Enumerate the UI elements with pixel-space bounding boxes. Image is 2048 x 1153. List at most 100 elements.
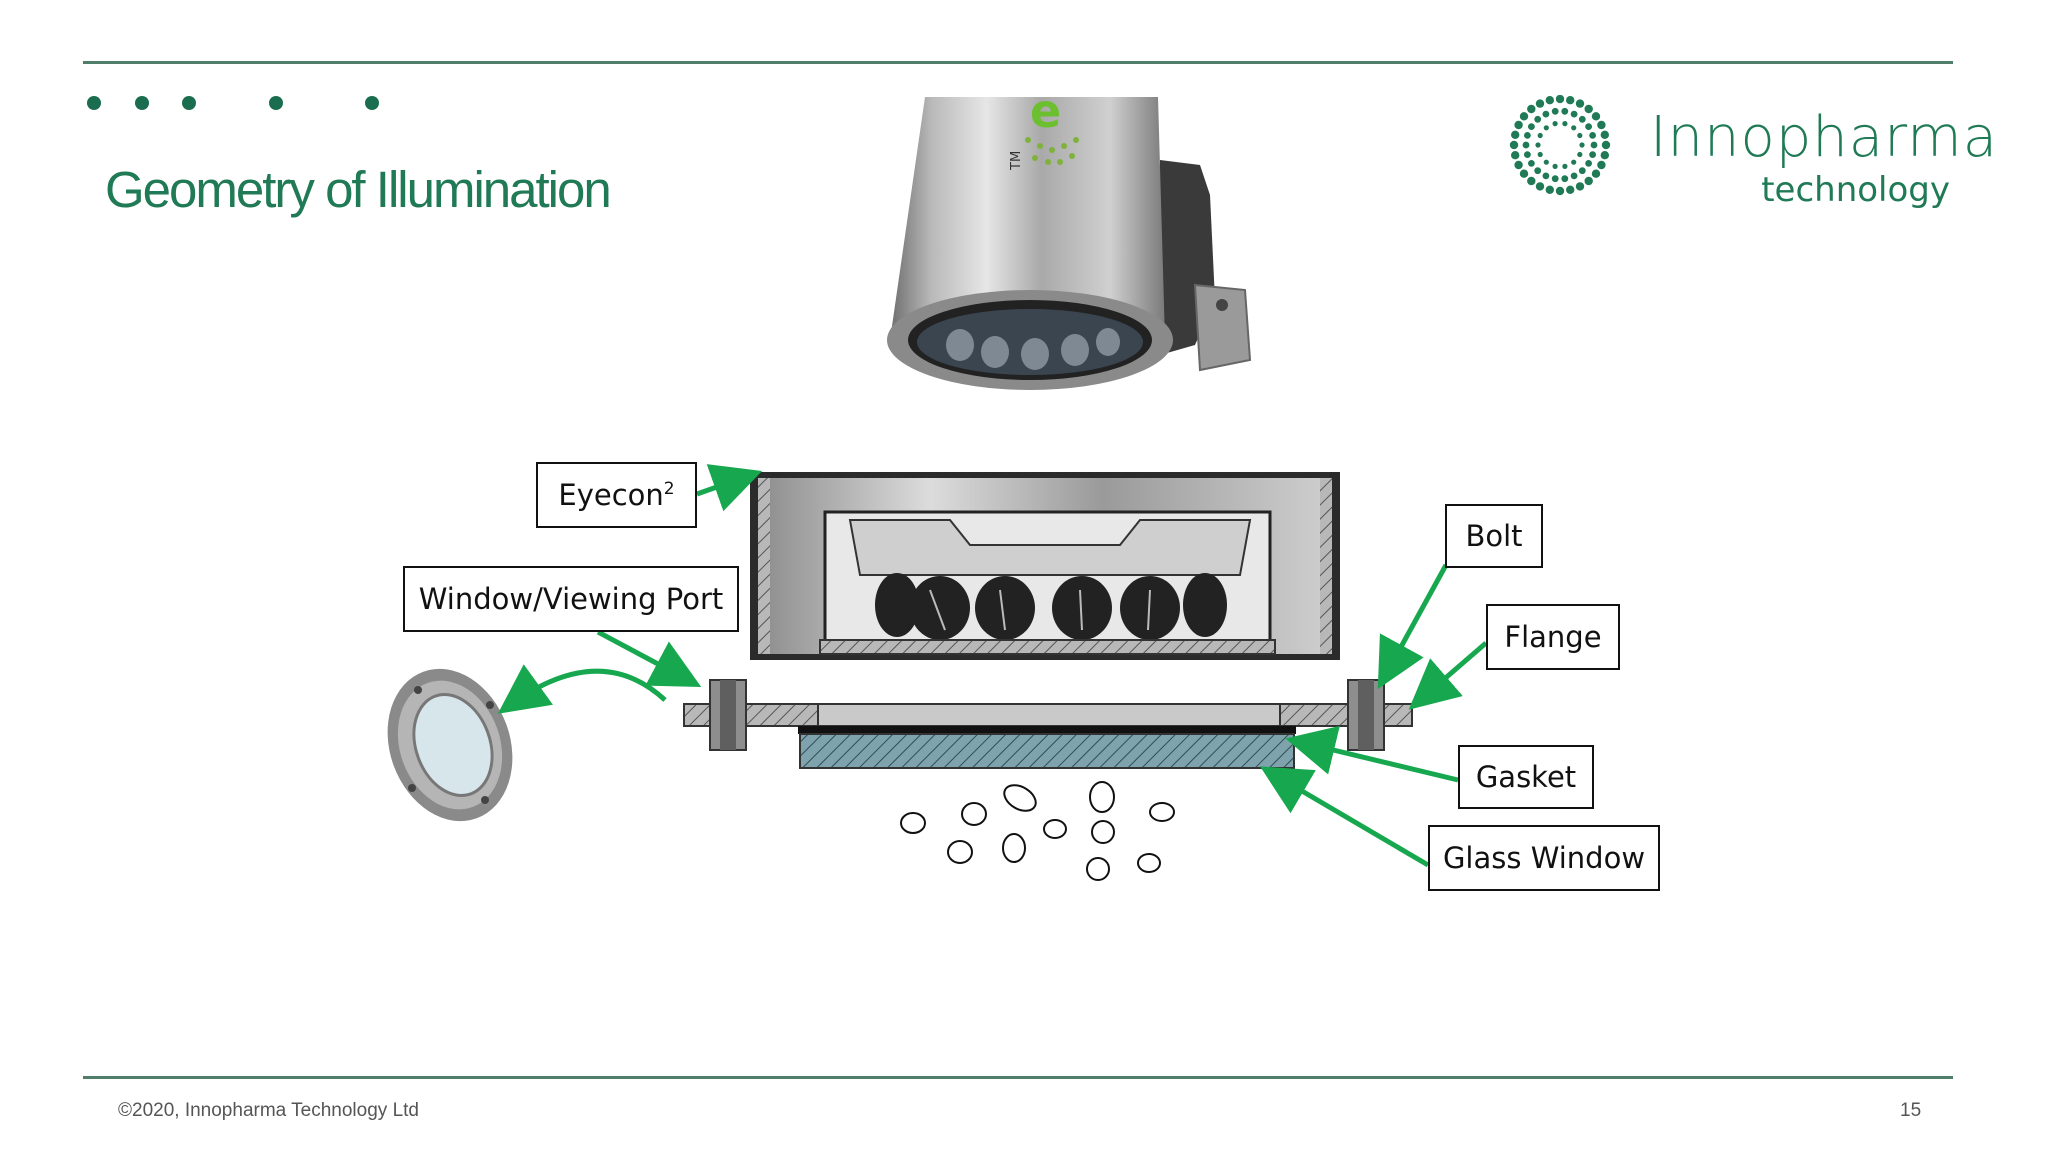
arrow-glass [1260,766,1430,868]
logo-dot [1590,141,1598,149]
logo-dot [1579,142,1585,148]
mount-hole [1216,299,1228,311]
logo-dot [1528,123,1535,130]
arrow-bolt [1377,563,1449,690]
page-number: 15 [1900,1100,1922,1121]
logo-dot [1566,185,1575,194]
logo-dot [1552,163,1558,169]
logo-dot [1585,160,1592,167]
arrow-eyecon [696,464,763,512]
logo-dot [1591,112,1601,121]
logo-dot [1575,99,1585,108]
logo-dot [1514,160,1523,170]
logo-dot [1519,112,1529,121]
dot [269,96,283,110]
logo-dot [1578,115,1586,123]
led-array [875,573,1227,640]
logo-dot [1537,132,1543,139]
logo-dot [1561,175,1569,183]
logo-dot [1527,176,1536,186]
logo-dot [1562,121,1568,127]
led-lens-row [946,328,1120,370]
logo-dot [1509,140,1519,150]
label-glass-window: Glass Window [1428,825,1660,891]
logo-dot [1545,96,1554,105]
viewing-port-photo [387,668,513,822]
eyecon-logo-icon: e TM [1009,84,1079,171]
logo-dot [1577,132,1583,139]
logo-dot [1585,123,1592,130]
logo-dot [1542,110,1550,118]
logo-dot [1535,99,1545,108]
label-flange: Flange [1486,604,1620,670]
label-bolt: Bolt [1445,504,1543,568]
logo-dot [1571,159,1577,165]
logo-dot [1600,151,1609,160]
logo-dot [1562,163,1568,169]
eyecon-device-photo: e TM [887,84,1252,390]
logo-dot [1561,107,1569,115]
logo-dot [1589,132,1596,139]
logo-dot [1555,186,1565,196]
housing-cross-section [750,472,1340,660]
label-eyecon-superscript: 2 [663,479,675,499]
bottom-rule [83,1076,1953,1079]
arrow-window-port [596,629,702,688]
dot [135,96,149,110]
label-window-port: Window/Viewing Port [403,566,739,632]
logo-dot [1575,182,1585,191]
logo-dot [1597,120,1606,130]
logo-dot [1570,172,1578,180]
logo-tagline: technology [1761,170,1950,210]
top-rule [83,61,1953,64]
gasket [798,726,1296,734]
dot [365,96,379,110]
dot [182,96,196,110]
slide-title: Geometry of Illumination [105,161,612,218]
label-gasket: Gasket [1458,745,1594,809]
logo-dot [1584,176,1593,186]
svg-text:TM: TM [1009,151,1024,171]
logo-dot [1522,141,1530,149]
dot [87,96,101,110]
logo-dot [1601,140,1611,150]
logo-dot [1527,104,1536,114]
logo-dot [1566,96,1575,105]
logo-dot [1555,95,1565,104]
logo-dot [1545,185,1554,194]
logo-dot [1552,121,1558,127]
callout-arrows [497,464,1488,868]
logo-dot [1551,175,1559,183]
glass-window [799,733,1295,769]
footer-copyright: ©2020, Innopharma Technology Ltd [118,1100,419,1121]
label-eyecon-text: Eyecon [558,478,664,512]
flange-assembly [683,679,1413,751]
logo-dot [1537,151,1543,158]
logo-dot [1514,120,1523,130]
particles [900,781,1175,881]
logo-dot [1584,104,1593,114]
logo-name: Innopharma [1650,105,1999,170]
logo-dot [1578,167,1586,175]
logo-dot [1589,151,1596,158]
logo-dot [1534,115,1542,123]
logo-dot [1551,107,1559,115]
logo-dot [1591,169,1601,178]
innopharma-logo: Innopharma technology [1490,95,1997,215]
dotted-circle-icon [1509,95,1611,196]
logo-dot [1542,172,1550,180]
logo-dot [1524,151,1531,158]
svg-text:e: e [1030,84,1061,138]
logo-dot [1535,142,1541,148]
logo-dot [1519,169,1529,178]
logo-dot [1511,151,1520,160]
decorative-dots [80,96,400,116]
logo-dot [1543,125,1549,131]
logo-dot [1524,132,1531,139]
logo-dot [1535,182,1545,191]
logo-dot [1600,130,1609,139]
logo-dot [1528,160,1535,167]
arrow-gasket [1285,725,1459,783]
